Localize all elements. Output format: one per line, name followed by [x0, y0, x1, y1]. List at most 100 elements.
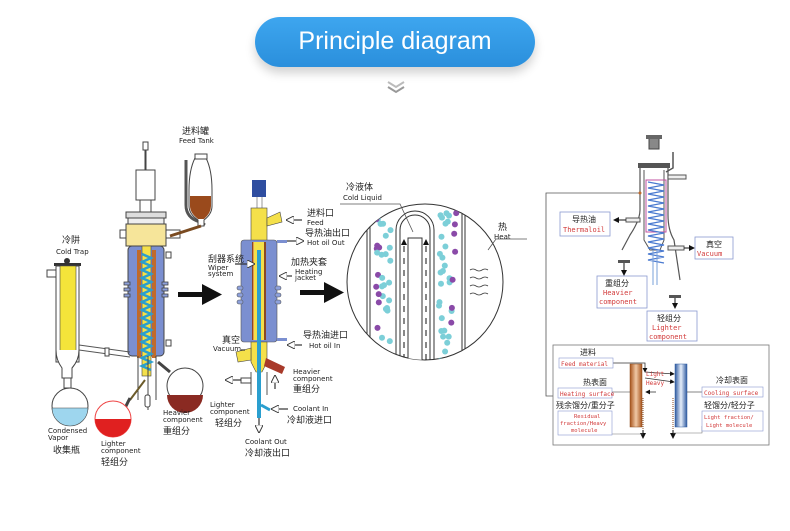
light-molecule	[386, 244, 393, 251]
hot-oil-out-en-label: Hot oil Out	[307, 239, 345, 247]
lighter-cn-label: 轻组分	[657, 313, 681, 323]
title-banner: Principle diagram	[255, 17, 535, 67]
heavy-molecule	[376, 244, 383, 251]
feed-tank-en-label: Feed Tank	[179, 137, 215, 145]
light-molecule	[437, 269, 444, 276]
coolant-in-cn-label: 冷却液进口	[287, 414, 332, 426]
wiper-en-label-2: system	[208, 270, 233, 278]
heavier-en-label-2: component	[163, 416, 203, 424]
light-molecule	[444, 339, 451, 346]
feed-tank	[169, 153, 213, 238]
vacuum-cn-label: 真空	[706, 239, 722, 249]
heavier-en-label-1: Heavier	[293, 368, 320, 376]
residual-en-label-3: molecule	[571, 428, 598, 434]
flow-arrow-2	[300, 282, 344, 303]
vacuum-en-label: Vacuum	[697, 250, 722, 258]
heating-surface-cn-label: 热表面	[583, 377, 607, 387]
light-fraction-cn-label: 轻馏分/轻分子	[704, 400, 755, 410]
heavy-flow-label: Heavy	[646, 380, 664, 387]
cold-trap-cn-label: 冷阱	[62, 234, 80, 246]
feed-port-en-label: Feed	[307, 219, 324, 227]
lighter-component-flask	[94, 397, 132, 438]
light-molecule	[379, 352, 386, 359]
distillation-head	[125, 223, 167, 247]
wiper-motor	[252, 180, 266, 197]
light-molecule	[379, 283, 385, 290]
light-fraction-en-label-1: Light fraction/	[704, 415, 754, 421]
light-molecule	[386, 297, 393, 304]
collection-flask-vapor	[51, 377, 89, 427]
light-molecule	[386, 279, 393, 286]
light-molecule	[374, 249, 381, 256]
heavier-en-label-1: Heavier	[603, 289, 633, 297]
light-molecule	[445, 333, 452, 340]
heating-surface-bar	[629, 363, 643, 428]
coolant-out-cn-label: 冷却液出口	[245, 447, 290, 459]
feed-en-label: Feed material	[561, 361, 608, 368]
vacuum-en-label: Vacuum	[213, 345, 241, 353]
light-molecule	[379, 274, 386, 281]
cold-liquid-en-label: Cold Liquid	[343, 194, 382, 202]
coolant-in-en-label: Coolant In	[293, 405, 329, 413]
heavier-en-label-1: Heavier	[163, 409, 190, 417]
light-molecule	[442, 348, 449, 355]
light-molecule	[438, 315, 445, 322]
heavy-molecule	[375, 291, 382, 298]
light-flow-label: Light	[646, 371, 664, 378]
light-molecule	[441, 327, 448, 334]
heating-jacket-en-label-1: Heating	[295, 268, 322, 276]
heavy-molecule	[451, 230, 458, 237]
lighter-en-label-1: Lighter	[210, 401, 235, 409]
condensed-en-label-1: Condensed	[48, 427, 87, 435]
stirrer-motor	[125, 141, 167, 225]
light-molecule	[436, 299, 443, 306]
heavier-cn-label: 重组分	[605, 278, 629, 288]
vacuum-cn-label: 真空	[222, 334, 240, 346]
residual-en-label-1: Residual	[574, 414, 601, 420]
light-molecule	[441, 262, 448, 269]
light-molecule	[379, 334, 385, 341]
heavier-en-label-2: component	[293, 375, 333, 383]
cold-trap-en-label: Cold Trap	[56, 248, 89, 256]
heat-waves	[469, 268, 489, 296]
left-apparatus: 进料罐 Feed Tank 冷阱 Cold Trap Condensed Vap…	[46, 125, 215, 468]
condensed-en-label-2: Vapor	[48, 434, 68, 442]
thermal-oil-en-label: Thermaloil	[563, 226, 605, 234]
heavier-cn-label: 重组分	[163, 425, 190, 437]
heating-jacket-en-label-2: jacket	[294, 274, 316, 282]
feed-port-cn-label: 进料口	[307, 207, 334, 219]
heavy-molecule	[449, 276, 456, 283]
condenser-coil	[138, 252, 155, 372]
hot-oil-out-cn-label: 导热油出口	[305, 227, 350, 239]
light-molecule	[386, 338, 393, 345]
cooling-surface-en-label: Cooling surface	[704, 390, 759, 397]
light-molecule	[382, 232, 389, 239]
lighter-en-label-2: component	[101, 447, 141, 455]
wiper-cn-label: 刮器系统	[208, 253, 244, 265]
heavy-molecule	[373, 283, 380, 290]
heavy-molecule	[452, 248, 459, 255]
collect-flask-cn-label: 收集瓶	[53, 444, 80, 456]
light-molecule	[443, 210, 450, 217]
light-molecule	[382, 251, 389, 258]
light-molecule	[437, 212, 444, 219]
lighter-cn-label: 轻组分	[215, 417, 242, 429]
cold-liquid-cn-label: 冷液体	[346, 181, 373, 193]
light-molecule	[438, 280, 444, 287]
light-molecule	[439, 254, 446, 261]
residual-cn-label: 残余馏分/重分子	[556, 400, 615, 410]
wiper-en-label-1: Wiper	[208, 264, 228, 272]
cold-trap	[46, 258, 131, 379]
heavy-molecule	[375, 271, 381, 278]
heavy-molecule	[451, 221, 458, 228]
lighter-en-label-2: component	[649, 333, 687, 341]
light-molecule	[440, 333, 447, 340]
heavier-component-flask	[157, 360, 204, 413]
feed-tank-cn-label: 进料罐	[182, 125, 209, 137]
lighter-cn-label: 轻组分	[101, 456, 128, 468]
light-molecule	[387, 257, 394, 264]
thermal-oil-cn-label: 导热油	[572, 214, 596, 224]
light-molecule	[438, 233, 445, 240]
coolant-out-en-label: Coolant Out	[245, 438, 287, 446]
